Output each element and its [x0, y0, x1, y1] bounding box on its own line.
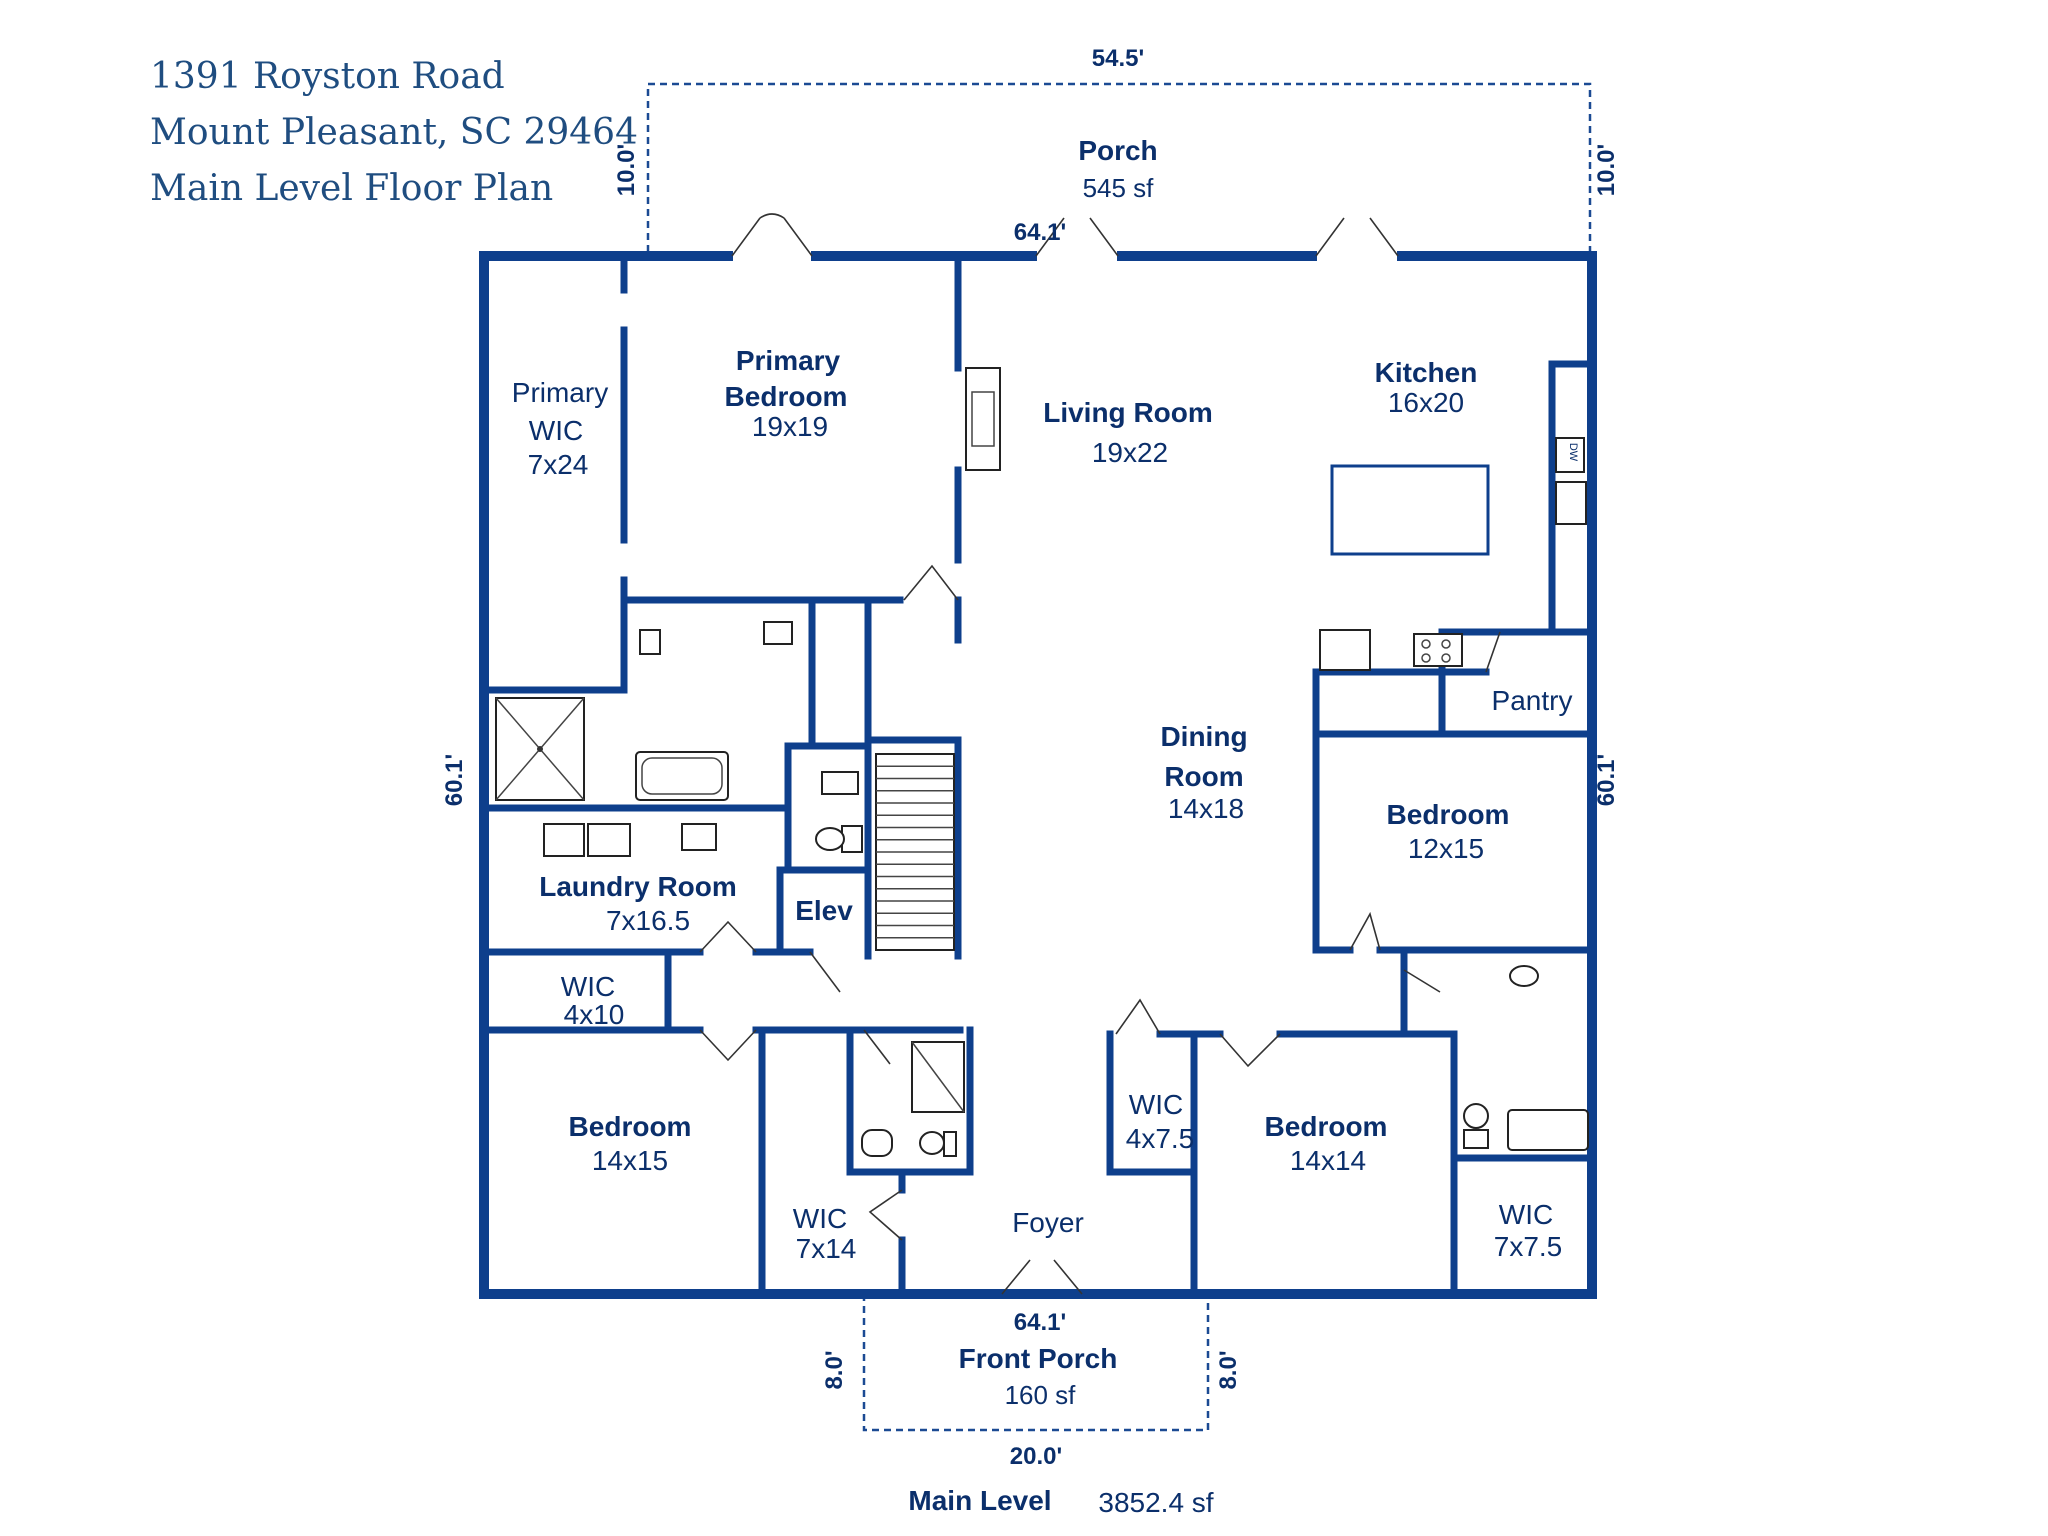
room-laundry-size: 7x16.5: [606, 905, 690, 936]
room-wic-7x14-size: 7x14: [796, 1233, 857, 1264]
room-primary-bedroom-line2: Bedroom: [725, 381, 848, 412]
address-line-2: Mount Pleasant, SC 29464: [150, 112, 638, 153]
room-pantry-name: Pantry: [1492, 685, 1573, 716]
room-kitchen-size: 16x20: [1388, 387, 1464, 418]
dim-right-depth: 60.1': [1593, 754, 1620, 806]
dimension-labels: 54.5' 10.0' 10.0' 64.1' 60.1' 60.1' 64.1…: [441, 45, 1620, 1470]
plan-title: Main Level Floor Plan: [150, 168, 553, 209]
room-kitchen-name: Kitchen: [1375, 357, 1478, 388]
dim-bottom-width: 64.1': [1014, 1309, 1066, 1336]
dim-porch-width: 54.5': [1092, 45, 1144, 72]
doors: [699, 213, 1501, 1295]
room-dining-size: 14x18: [1168, 793, 1244, 824]
room-labels: Porch 545 sf Primary WIC 7x24 Primary Be…: [512, 135, 1573, 1410]
room-wic-7x75-name: WIC: [1499, 1199, 1553, 1230]
level-label: Main Level: [908, 1485, 1051, 1516]
room-bedroom-mid-name: Bedroom: [1265, 1111, 1388, 1142]
room-laundry-name: Laundry Room: [539, 871, 737, 902]
room-wic-7x75-size: 7x7.5: [1494, 1231, 1563, 1262]
room-primary-bedroom-size: 19x19: [752, 411, 828, 442]
interior-walls: [480, 252, 1596, 1298]
room-wic-7x14-name: WIC: [793, 1203, 847, 1234]
room-front-porch-name: Front Porch: [959, 1343, 1118, 1374]
plan-header: 1391 Royston Road Mount Pleasant, SC 294…: [150, 56, 638, 209]
porch-outline: [646, 82, 1592, 252]
dim-left-depth: 60.1': [441, 754, 468, 806]
room-front-porch-size: 160 sf: [1005, 1380, 1077, 1410]
dim-front-porch-depth-left: 8.0': [821, 1350, 848, 1389]
room-bedroom-right-name: Bedroom: [1387, 799, 1510, 830]
room-porch-name: Porch: [1078, 135, 1157, 166]
fixtures: DW: [495, 367, 1589, 1157]
room-living-size: 19x22: [1092, 437, 1168, 468]
room-bedroom-mid-size: 14x14: [1290, 1145, 1366, 1176]
room-living-name: Living Room: [1043, 397, 1213, 428]
room-primary-wic-size: 7x24: [528, 449, 589, 480]
room-wic-small-size: 4x10: [564, 999, 625, 1030]
room-wic-small-name: WIC: [561, 971, 615, 1002]
dim-porch-depth-left: 10.0': [613, 144, 640, 196]
dim-porch-depth-right: 10.0': [1593, 144, 1620, 196]
room-elev-name: Elev: [795, 895, 853, 926]
level-area: 3852.4 sf: [1098, 1487, 1213, 1518]
dim-front-porch-width: 20.0': [1010, 1443, 1062, 1470]
dim-front-porch-depth-right: 8.0': [1215, 1350, 1242, 1389]
exterior-walls: [479, 251, 1597, 1299]
room-primary-wic-line2: WIC: [529, 415, 583, 446]
room-bedroom-left-name: Bedroom: [569, 1111, 692, 1142]
room-bedroom-right-size: 12x15: [1408, 833, 1484, 864]
room-wic-4x75-name: WIC: [1129, 1089, 1183, 1120]
address-line-1: 1391 Royston Road: [150, 56, 505, 97]
dishwasher-label: DW: [1567, 443, 1579, 462]
room-foyer-name: Foyer: [1012, 1207, 1084, 1238]
room-dining-line2: Room: [1164, 761, 1243, 792]
staircase: [875, 753, 955, 951]
room-porch-size: 545 sf: [1083, 173, 1155, 203]
dim-top-width: 64.1': [1014, 219, 1066, 246]
room-bedroom-left-size: 14x15: [592, 1145, 668, 1176]
plan-footer: Main Level 3852.4 sf: [908, 1485, 1213, 1518]
room-dining-line1: Dining: [1160, 721, 1247, 752]
room-primary-wic-line1: Primary: [512, 377, 608, 408]
room-primary-bedroom-line1: Primary: [736, 345, 841, 376]
room-wic-4x75-size: 4x7.5: [1126, 1123, 1195, 1154]
